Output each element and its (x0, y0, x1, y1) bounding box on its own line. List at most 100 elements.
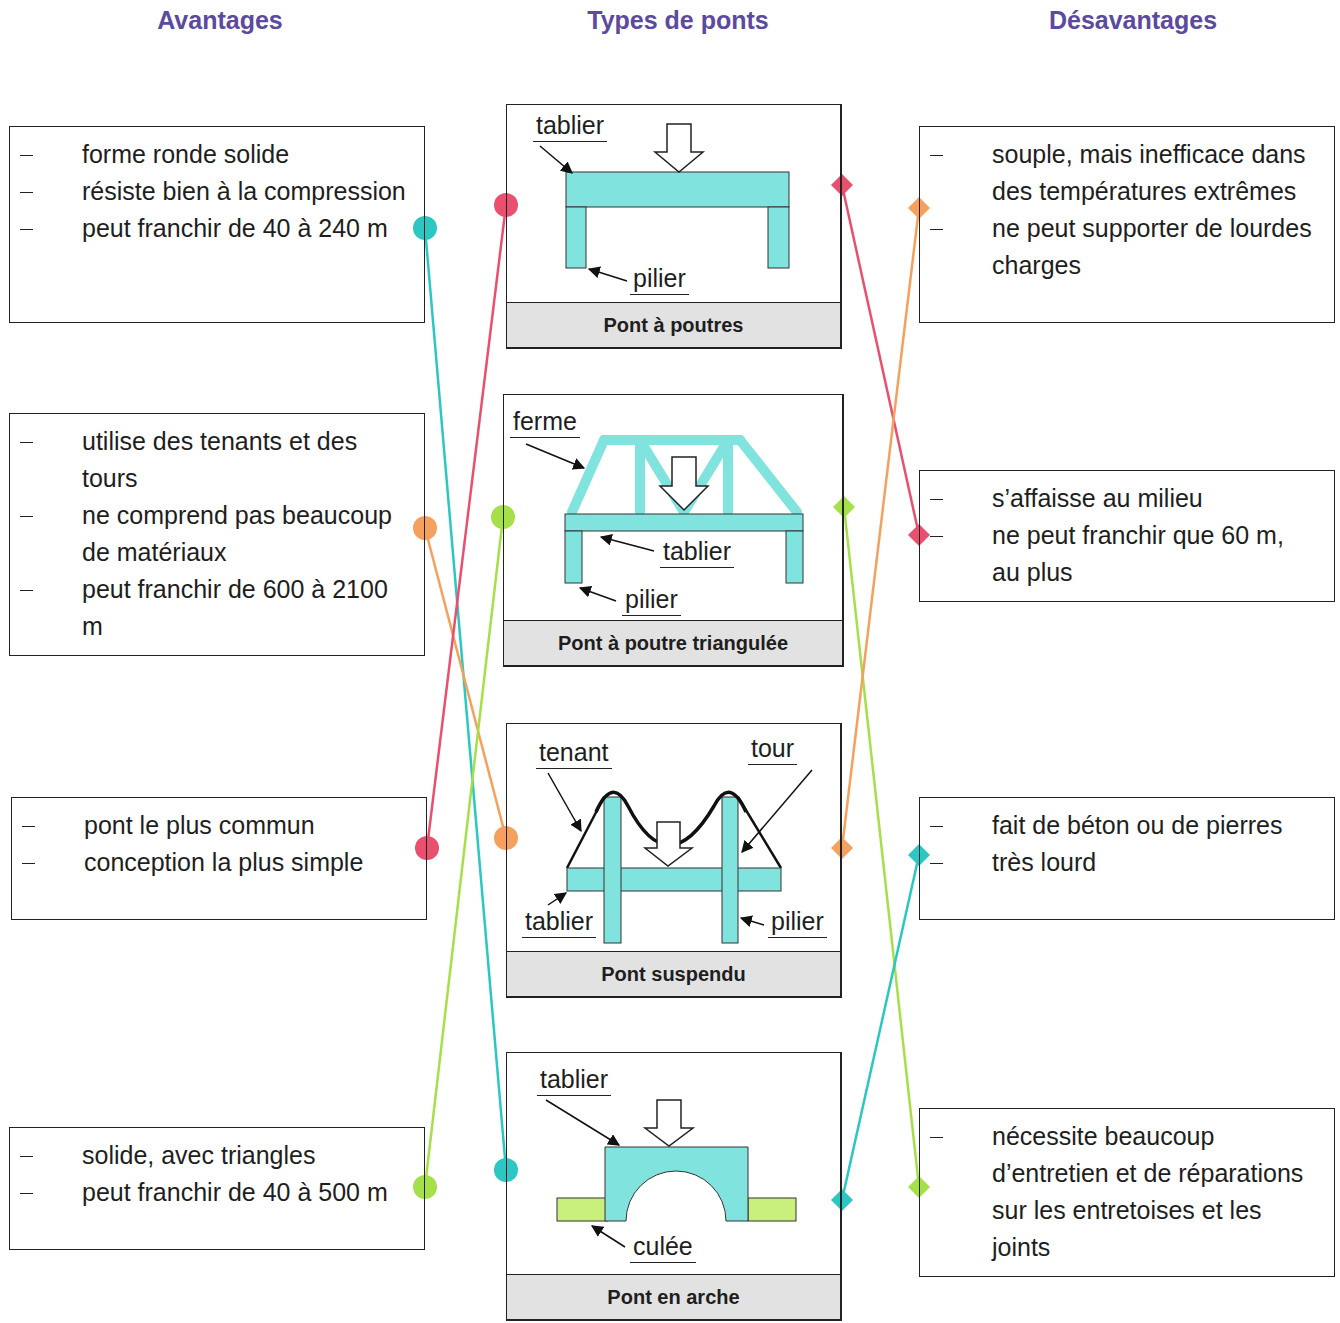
disadvantage-box: nécessite beaucoup d’entretien et de rép… (919, 1108, 1335, 1277)
leader-line (589, 269, 627, 281)
truss-bar (572, 440, 604, 512)
load-arrow (655, 124, 703, 172)
leader-line (540, 146, 572, 173)
advantage-box: forme ronde solide résiste bien à la comp… (9, 126, 425, 323)
bullet-text: très lourd (992, 848, 1096, 876)
bullet-item: forme ronde solide (10, 136, 406, 173)
part-name: pilier (768, 906, 827, 938)
bullet-item: souple, mais inefficace dans des tempéra… (920, 136, 1316, 210)
tower (604, 797, 621, 943)
name-band: Pont suspendu (507, 951, 840, 996)
bullet-text: peut franchir de 600 à 2100 m (82, 575, 388, 640)
part-name: pilier (630, 263, 689, 295)
matching-line (425, 517, 503, 1187)
bridge-name: Pont suspendu (601, 963, 745, 986)
bullet-item: très lourd (920, 844, 1316, 881)
bridge-type-box: Pont à poutres (506, 104, 842, 349)
bullet-text: pont le plus commun (84, 811, 315, 839)
bullet-text: s’affaisse au milieu (992, 484, 1203, 512)
bullet-text: souple, mais inefficace dans des tempéra… (992, 140, 1306, 205)
bullet-text: fait de béton ou de pierres (992, 811, 1282, 839)
part-name: culée (630, 1231, 696, 1263)
deck (566, 172, 789, 207)
leader-line (526, 444, 584, 468)
disadvantage-box: s’affaisse au milieune peut franchir que… (919, 470, 1335, 602)
bridge-name: Pont à poutre triangulée (558, 632, 788, 655)
bullet-dash (20, 442, 33, 443)
pillar (786, 531, 803, 583)
name-band: Pont à poutre triangulée (504, 620, 842, 665)
bullet-dash (20, 192, 33, 193)
leader-line (601, 537, 654, 551)
bullet-text: forme ronde solide (82, 140, 289, 168)
bullet-item: nécessite beaucoup d’entretien et de rép… (920, 1118, 1316, 1266)
bullet-text: solide, avec triangles (82, 1141, 315, 1169)
bullet-dash (20, 155, 33, 156)
end-diamond (833, 496, 855, 518)
end-diamond (831, 1189, 853, 1211)
bullet-item: solide, avec triangles (10, 1137, 406, 1174)
arch-body (605, 1147, 748, 1221)
end-diamond (831, 174, 853, 196)
beam-bridge-drawing (540, 124, 789, 281)
bullet-item: conception la plus simple (12, 844, 408, 881)
matching-line (842, 855, 919, 1200)
part-name: tablier (533, 110, 607, 142)
bullet-dash (930, 826, 943, 827)
truss (572, 440, 797, 512)
bullet-item: peut franchir de 40 à 240 m (10, 210, 406, 247)
advantage-box: utilise des tenants et des tours ne compr… (9, 413, 425, 656)
truss-bar (604, 435, 740, 445)
end-dot (413, 216, 437, 240)
bullet-dash (930, 155, 943, 156)
bullet-text: conception la plus simple (84, 848, 363, 876)
matching-line (425, 228, 506, 1170)
matching-line (842, 208, 919, 848)
bullet-dash (930, 536, 943, 537)
bullet-text: peut franchir de 40 à 240 m (82, 214, 388, 242)
connector-group (831, 844, 930, 1211)
leader-line (741, 918, 764, 925)
advantage-box: solide, avec triangles peut franchir de 4… (9, 1127, 425, 1250)
bullet-dash (20, 1193, 33, 1194)
bullet-item: utilise des tenants et des tours (10, 423, 406, 497)
leader-line (742, 770, 812, 852)
connector-group (413, 216, 518, 1182)
abutment (748, 1198, 796, 1221)
deck (565, 514, 803, 531)
bullet-item: fait de béton ou de pierres (920, 807, 1316, 844)
bullet-text: utilise des tenants et des tours (82, 427, 357, 492)
bullet-text: résiste bien à la compression (82, 177, 406, 205)
end-diamond (831, 837, 853, 859)
truss-bridge-drawing (526, 440, 803, 601)
arch-bridge-drawing (546, 1100, 796, 1247)
matching-line (844, 507, 919, 1187)
load-arrow (645, 822, 692, 866)
bullet-item: résiste bien à la compression (10, 173, 406, 210)
name-band: Pont en arche (507, 1274, 840, 1319)
part-name: tablier (522, 906, 596, 938)
leader-line (546, 1100, 619, 1145)
leader-line (548, 773, 581, 831)
leader-line (592, 1226, 625, 1247)
end-dot (413, 516, 437, 540)
part-name: tenant (536, 737, 612, 769)
abutment (557, 1198, 607, 1221)
part-name: tour (748, 733, 797, 765)
bridge-name: Pont en arche (607, 1286, 739, 1309)
part-name: tablier (537, 1064, 611, 1096)
part-name: pilier (622, 584, 681, 616)
bullet-text: ne peut supporter de lourdes charges (992, 214, 1312, 279)
bullet-dash (20, 229, 33, 230)
bullet-dash (930, 229, 943, 230)
bullet-text: ne comprend pas beaucoup de matériaux (82, 501, 392, 566)
tower (722, 797, 738, 943)
truss-bar (740, 440, 797, 512)
leader-line (548, 893, 566, 905)
end-dot (413, 1175, 437, 1199)
bullet-dash (20, 590, 33, 591)
bullet-text: peut franchir de 40 à 500 m (82, 1178, 388, 1206)
column-header: Avantages (70, 6, 370, 35)
connector-group (413, 505, 515, 1199)
